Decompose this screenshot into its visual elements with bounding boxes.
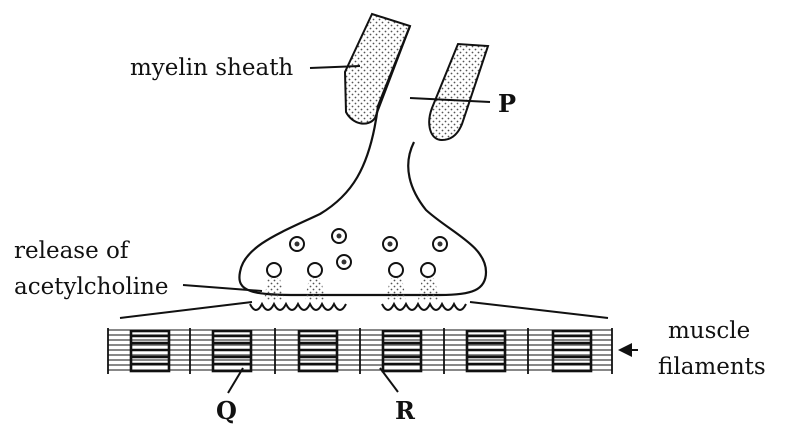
label-myelin-sheath: myelin sheath [130,55,293,81]
label-q: Q [216,398,237,424]
label-p: P [498,91,516,117]
label-release-of: release of [14,238,128,264]
myelin-sheath-right [429,44,488,140]
label-acetylcholine: acetylcholine [14,274,168,300]
muscle-filaments-band [108,328,612,374]
label-r: R [395,398,415,424]
junctional-folds [250,304,466,310]
label-filaments: filaments [658,354,766,380]
label-muscle: muscle [668,318,750,344]
arrowhead [618,343,632,357]
acetylcholine-release [264,278,440,300]
muscle-membrane [120,302,608,318]
